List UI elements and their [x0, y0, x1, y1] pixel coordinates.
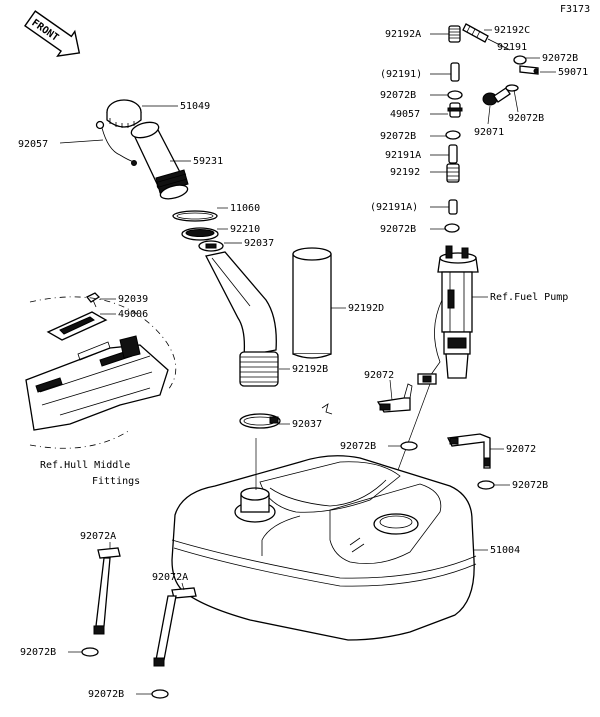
clamp-92037-lower [239, 413, 281, 429]
label-92071: 92071 [474, 127, 504, 138]
label-hull-ref-line1: Ref.Hull Middle [40, 460, 130, 471]
fuel-pump-ref [417, 245, 479, 385]
label-92072b-left-1: 92072B [20, 647, 56, 658]
label-ref-fuel-pump: Ref.Fuel Pump [490, 292, 568, 303]
label-92072b-right-5: 92072B [380, 224, 416, 235]
label-51049: 51049 [180, 101, 210, 112]
spring-92192 [446, 163, 460, 183]
label-92072a-2: 92072A [152, 572, 188, 583]
label-92072b-right-4: 92072B [380, 131, 416, 142]
label-92037-upper: 92037 [244, 238, 274, 249]
clamp-92072b-e [477, 480, 495, 490]
label-92072b-right-2: 92072B [508, 113, 544, 124]
label-92192c: 92192C [494, 25, 530, 36]
filler-hose-92192b [205, 251, 279, 387]
label-49006: 49006 [118, 309, 148, 320]
o-ring-11060 [172, 210, 218, 222]
label-92072b-left-2: 92072B [88, 689, 124, 700]
label-59071: 59071 [558, 67, 588, 78]
ring-92210 [181, 227, 219, 241]
label-92192a: 92192A [385, 29, 421, 40]
strap-92072-middle [376, 383, 413, 413]
label-92192: 92192 [390, 167, 420, 178]
clamp-92072b-a [447, 90, 463, 100]
check-valve-59071 [519, 65, 539, 75]
label-11060: 11060 [230, 203, 260, 214]
label-92210: 92210 [230, 224, 260, 235]
tether-cord-92057 [95, 120, 137, 166]
fuel-tank-51004 [171, 455, 477, 641]
label-51004: 51004 [490, 545, 520, 556]
label-92191: 92191 [497, 42, 527, 53]
strap-92072a-right [153, 587, 197, 667]
clamp-92072b-upper-right [513, 55, 527, 65]
clamp-92072b-c [444, 223, 460, 233]
label-92072b-right-3: 92072B [380, 90, 416, 101]
bracket-49006 [46, 311, 108, 341]
hull-middle-fittings-ref [25, 296, 177, 449]
label-92072b-right-7: 92072B [512, 480, 548, 491]
label-92072-2: 92072 [506, 444, 536, 455]
label-92072b-right-1: 92072B [542, 53, 578, 64]
label-92191a: 92191A [385, 150, 421, 161]
label-49057: 49057 [390, 109, 420, 120]
clamp-92072b-b [445, 130, 461, 140]
bolt-92039 [85, 292, 101, 308]
label-92191a-paren: (92191A) [370, 202, 418, 213]
joint-49057 [447, 102, 463, 118]
label-92072a-1: 92072A [80, 531, 116, 542]
strap-92072a-left [93, 547, 121, 635]
spring-92192c [462, 23, 511, 51]
clamp-92072b-g [151, 689, 169, 699]
tube-92191a [448, 144, 458, 164]
label-92191-paren: (92191) [380, 69, 422, 80]
tube-92191 [450, 62, 460, 82]
filler-cap-51049 [106, 99, 142, 128]
filler-neck-59231 [130, 121, 189, 200]
label-59231: 59231 [193, 156, 223, 167]
vent-hose-92192d [292, 247, 332, 359]
clip-small [321, 403, 333, 415]
clamp-92072b-d [400, 441, 418, 451]
label-92039: 92039 [118, 294, 148, 305]
label-92072b-right-6: 92072B [340, 441, 376, 452]
clamp-92072b-f [81, 647, 99, 657]
label-92057: 92057 [18, 139, 48, 150]
label-92192d: 92192D [348, 303, 384, 314]
front-arrow: FRONT [24, 10, 81, 57]
clamp-92037-upper [198, 240, 224, 252]
label-92192b: 92192B [292, 364, 328, 375]
strap-92072-right [447, 433, 491, 469]
label-92072-1: 92072 [364, 370, 394, 381]
figure-code: F3173 [560, 4, 590, 15]
label-92037-lower: 92037 [292, 419, 322, 430]
label-hull-ref-line2: Fittings [92, 476, 140, 487]
tube-92191a-paren [448, 199, 458, 215]
spring-92192a [448, 25, 461, 43]
fitting-92071 [482, 84, 519, 106]
